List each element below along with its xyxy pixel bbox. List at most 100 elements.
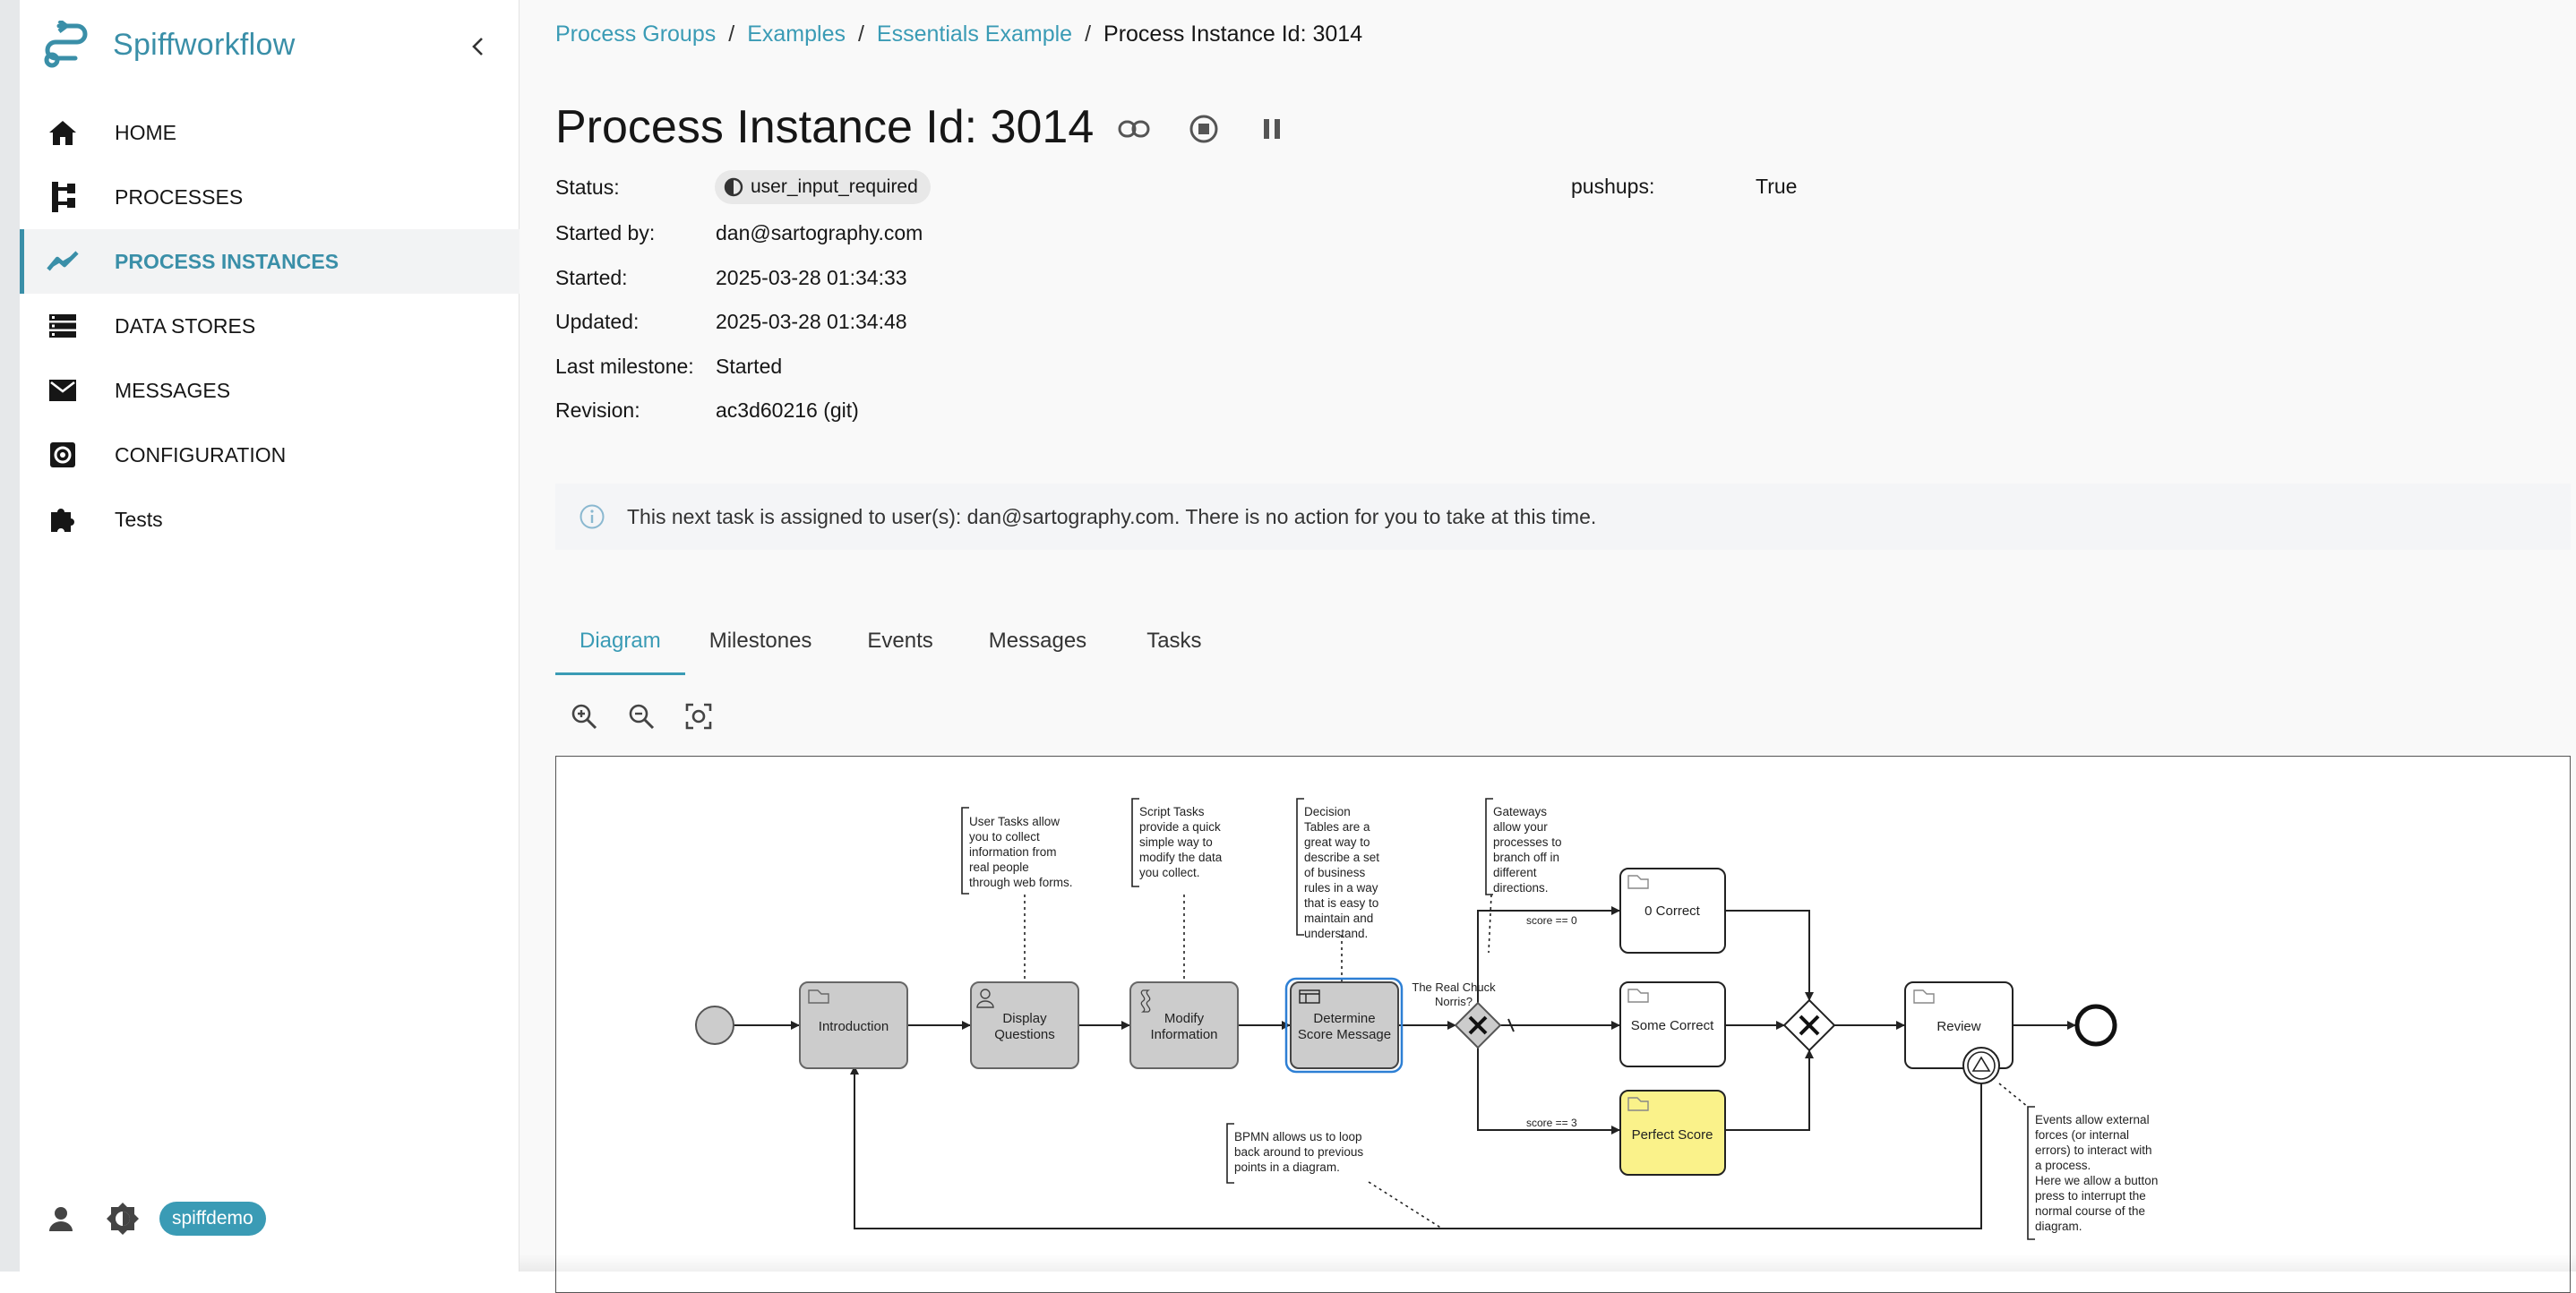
settings-icon [50, 442, 75, 467]
suspend-button[interactable] [1252, 109, 1292, 149]
sidebar-item-processes[interactable]: PROCESSES [20, 165, 519, 229]
stop-icon [1189, 115, 1218, 143]
annotation-user-tasks: User Tasks allow you to collect informat… [961, 807, 1073, 895]
bottom-fade [519, 1254, 2576, 1272]
brand[interactable]: Spiffworkflow [41, 18, 296, 72]
task-determine-score-message[interactable]: Determine Score Message [1284, 977, 1404, 1074]
notification-banner: This next task is assigned to user(s): d… [555, 484, 2571, 550]
breadcrumb-essentials-example[interactable]: Essentials Example [876, 21, 1073, 47]
sidebar: Spiffworkflow HOME PROCESSES PROCESS INS… [20, 0, 519, 1272]
bpmn-diagram-canvas[interactable]: Introduction Display Questions Modify In… [555, 756, 2571, 1293]
sidebar-item-home[interactable]: HOME [20, 100, 519, 165]
copy-link-button[interactable] [1114, 109, 1154, 149]
svg-text:Decision Tables are: Decision Tables are a great way to descr… [1304, 805, 1383, 940]
task-modify-information[interactable]: Modify Information [1129, 981, 1239, 1069]
sidebar-item-label: CONFIGURATION [115, 442, 287, 467]
zoom-in-icon [571, 704, 597, 730]
updated-label: Updated: [555, 310, 640, 333]
breadcrumb-process-groups[interactable]: Process Groups [555, 21, 717, 47]
svg-text:User Tasks allow you: User Tasks allow you to collect informat… [969, 815, 1073, 889]
user-badge[interactable]: spiffdemo [159, 1202, 266, 1236]
annotation-line: Tables are a [1304, 820, 1370, 834]
chart-line-icon [47, 251, 79, 271]
sidebar-item-process-instances[interactable]: PROCESS INSTANCES [20, 229, 519, 294]
sidebar-item-configuration[interactable]: CONFIGURATION [20, 423, 519, 487]
annotation-line: of business [1304, 866, 1366, 879]
tab-events[interactable]: Events [867, 629, 933, 653]
task-display-questions[interactable]: Display Questions [970, 981, 1079, 1069]
terminate-button[interactable] [1184, 109, 1224, 149]
task-some-correct[interactable]: Some Correct [1619, 981, 1726, 1067]
sidebar-item-label: HOME [115, 120, 176, 144]
sidebar-item-label: DATA STORES [115, 313, 256, 338]
collapse-sidebar-button[interactable] [457, 25, 500, 68]
boundary-signal-event[interactable] [1962, 1047, 2000, 1084]
task-label: Modify [1164, 1011, 1205, 1026]
annotation-line: Here we allow a button [2035, 1174, 2158, 1187]
task-introduction[interactable]: Introduction [799, 981, 908, 1069]
annotation-events: Events allow external forces (or interna… [2027, 1106, 2158, 1240]
annotation-line: directions. [1493, 881, 1549, 895]
breadcrumb-examples[interactable]: Examples [747, 21, 846, 47]
zoom-out-button[interactable] [622, 697, 661, 736]
annotation-script-tasks: Script Tasks provide a quick simple way … [1131, 798, 1223, 887]
sidebar-item-messages[interactable]: MESSAGES [20, 358, 519, 423]
annotation-line: forces (or internal [2035, 1128, 2129, 1142]
flow-label-three: score == 3 [1526, 1117, 1577, 1129]
pushups-value: True [1756, 175, 1798, 198]
start-event[interactable] [695, 1006, 734, 1045]
started-by-label: Started by: [555, 221, 656, 244]
sidebar-item-label: PROCESSES [115, 184, 244, 209]
annotation-decision-tables: Decision Tables are a great way to descr… [1296, 798, 1383, 940]
sidebar-nav: HOME PROCESSES PROCESS INSTANCES DATA ST… [20, 100, 519, 552]
info-icon [580, 504, 605, 529]
fit-view-button[interactable] [679, 697, 718, 736]
zoom-in-button[interactable] [564, 697, 604, 736]
sidebar-footer: spiffdemo [47, 1202, 266, 1236]
annotation-line: provide a quick [1139, 820, 1221, 834]
theme-toggle-button[interactable] [106, 1202, 140, 1236]
sidebar-item-label: MESSAGES [115, 378, 231, 402]
pushups-label: pushups: [1571, 175, 1655, 198]
exclusive-gateway-split[interactable] [1454, 1001, 1502, 1049]
svg-text:Gateways allow your: Gateways allow your processes to branch … [1493, 805, 1565, 895]
annotation-gateways: Gateways allow your processes to branch … [1485, 798, 1565, 895]
end-event[interactable] [2074, 1004, 2117, 1047]
tab-messages[interactable]: Messages [988, 629, 1087, 653]
annotation-line: a process. [2035, 1159, 2091, 1172]
annotation-line: Decision [1304, 805, 1351, 818]
revision-value: ac3d60216 (git) [716, 398, 859, 422]
annotation-line: through web forms. [969, 876, 1073, 889]
annotation-line: you to collect [969, 830, 1040, 843]
task-perfect-score[interactable]: Perfect Score [1619, 1090, 1726, 1176]
sidebar-item-label: PROCESS INSTANCES [115, 249, 339, 273]
page-title: Process Instance Id: 3014 [555, 101, 1095, 153]
user-profile-button[interactable] [47, 1204, 75, 1233]
task-label: Introduction [819, 1019, 889, 1034]
breadcrumb-separator: / [728, 21, 735, 47]
annotation-line: modify the data [1139, 851, 1223, 864]
annotation-line: Gateways [1493, 805, 1547, 818]
puzzle-icon [51, 509, 74, 532]
logo-icon [44, 21, 88, 68]
tab-milestones[interactable]: Milestones [708, 629, 812, 653]
tab-tasks[interactable]: Tasks [1146, 629, 1202, 653]
started-value: 2025-03-28 01:34:33 [716, 266, 907, 289]
zoom-out-icon [629, 704, 655, 730]
task-zero-correct[interactable]: 0 Correct [1619, 868, 1726, 954]
main-content: Process Groups / Examples / Essentials E… [519, 0, 2576, 1293]
annotation-line: rules in a way [1304, 881, 1378, 895]
task-review[interactable]: Review [1904, 981, 2014, 1069]
task-label: Perfect Score [1632, 1127, 1713, 1143]
started-by-value: dan@sartography.com [716, 221, 923, 244]
annotation-line: real people [969, 861, 1029, 874]
annotation-line: processes to [1493, 835, 1562, 849]
pause-icon [1264, 119, 1280, 139]
gateway-label: Norris? [1435, 995, 1473, 1008]
exclusive-gateway-merge[interactable] [1782, 998, 1836, 1052]
task-label: Questions [994, 1027, 1055, 1042]
sidebar-item-tests[interactable]: Tests [20, 487, 519, 552]
home-icon [49, 121, 76, 145]
sidebar-item-data-stores[interactable]: DATA STORES [20, 294, 519, 358]
tab-diagram[interactable]: Diagram [555, 609, 685, 675]
